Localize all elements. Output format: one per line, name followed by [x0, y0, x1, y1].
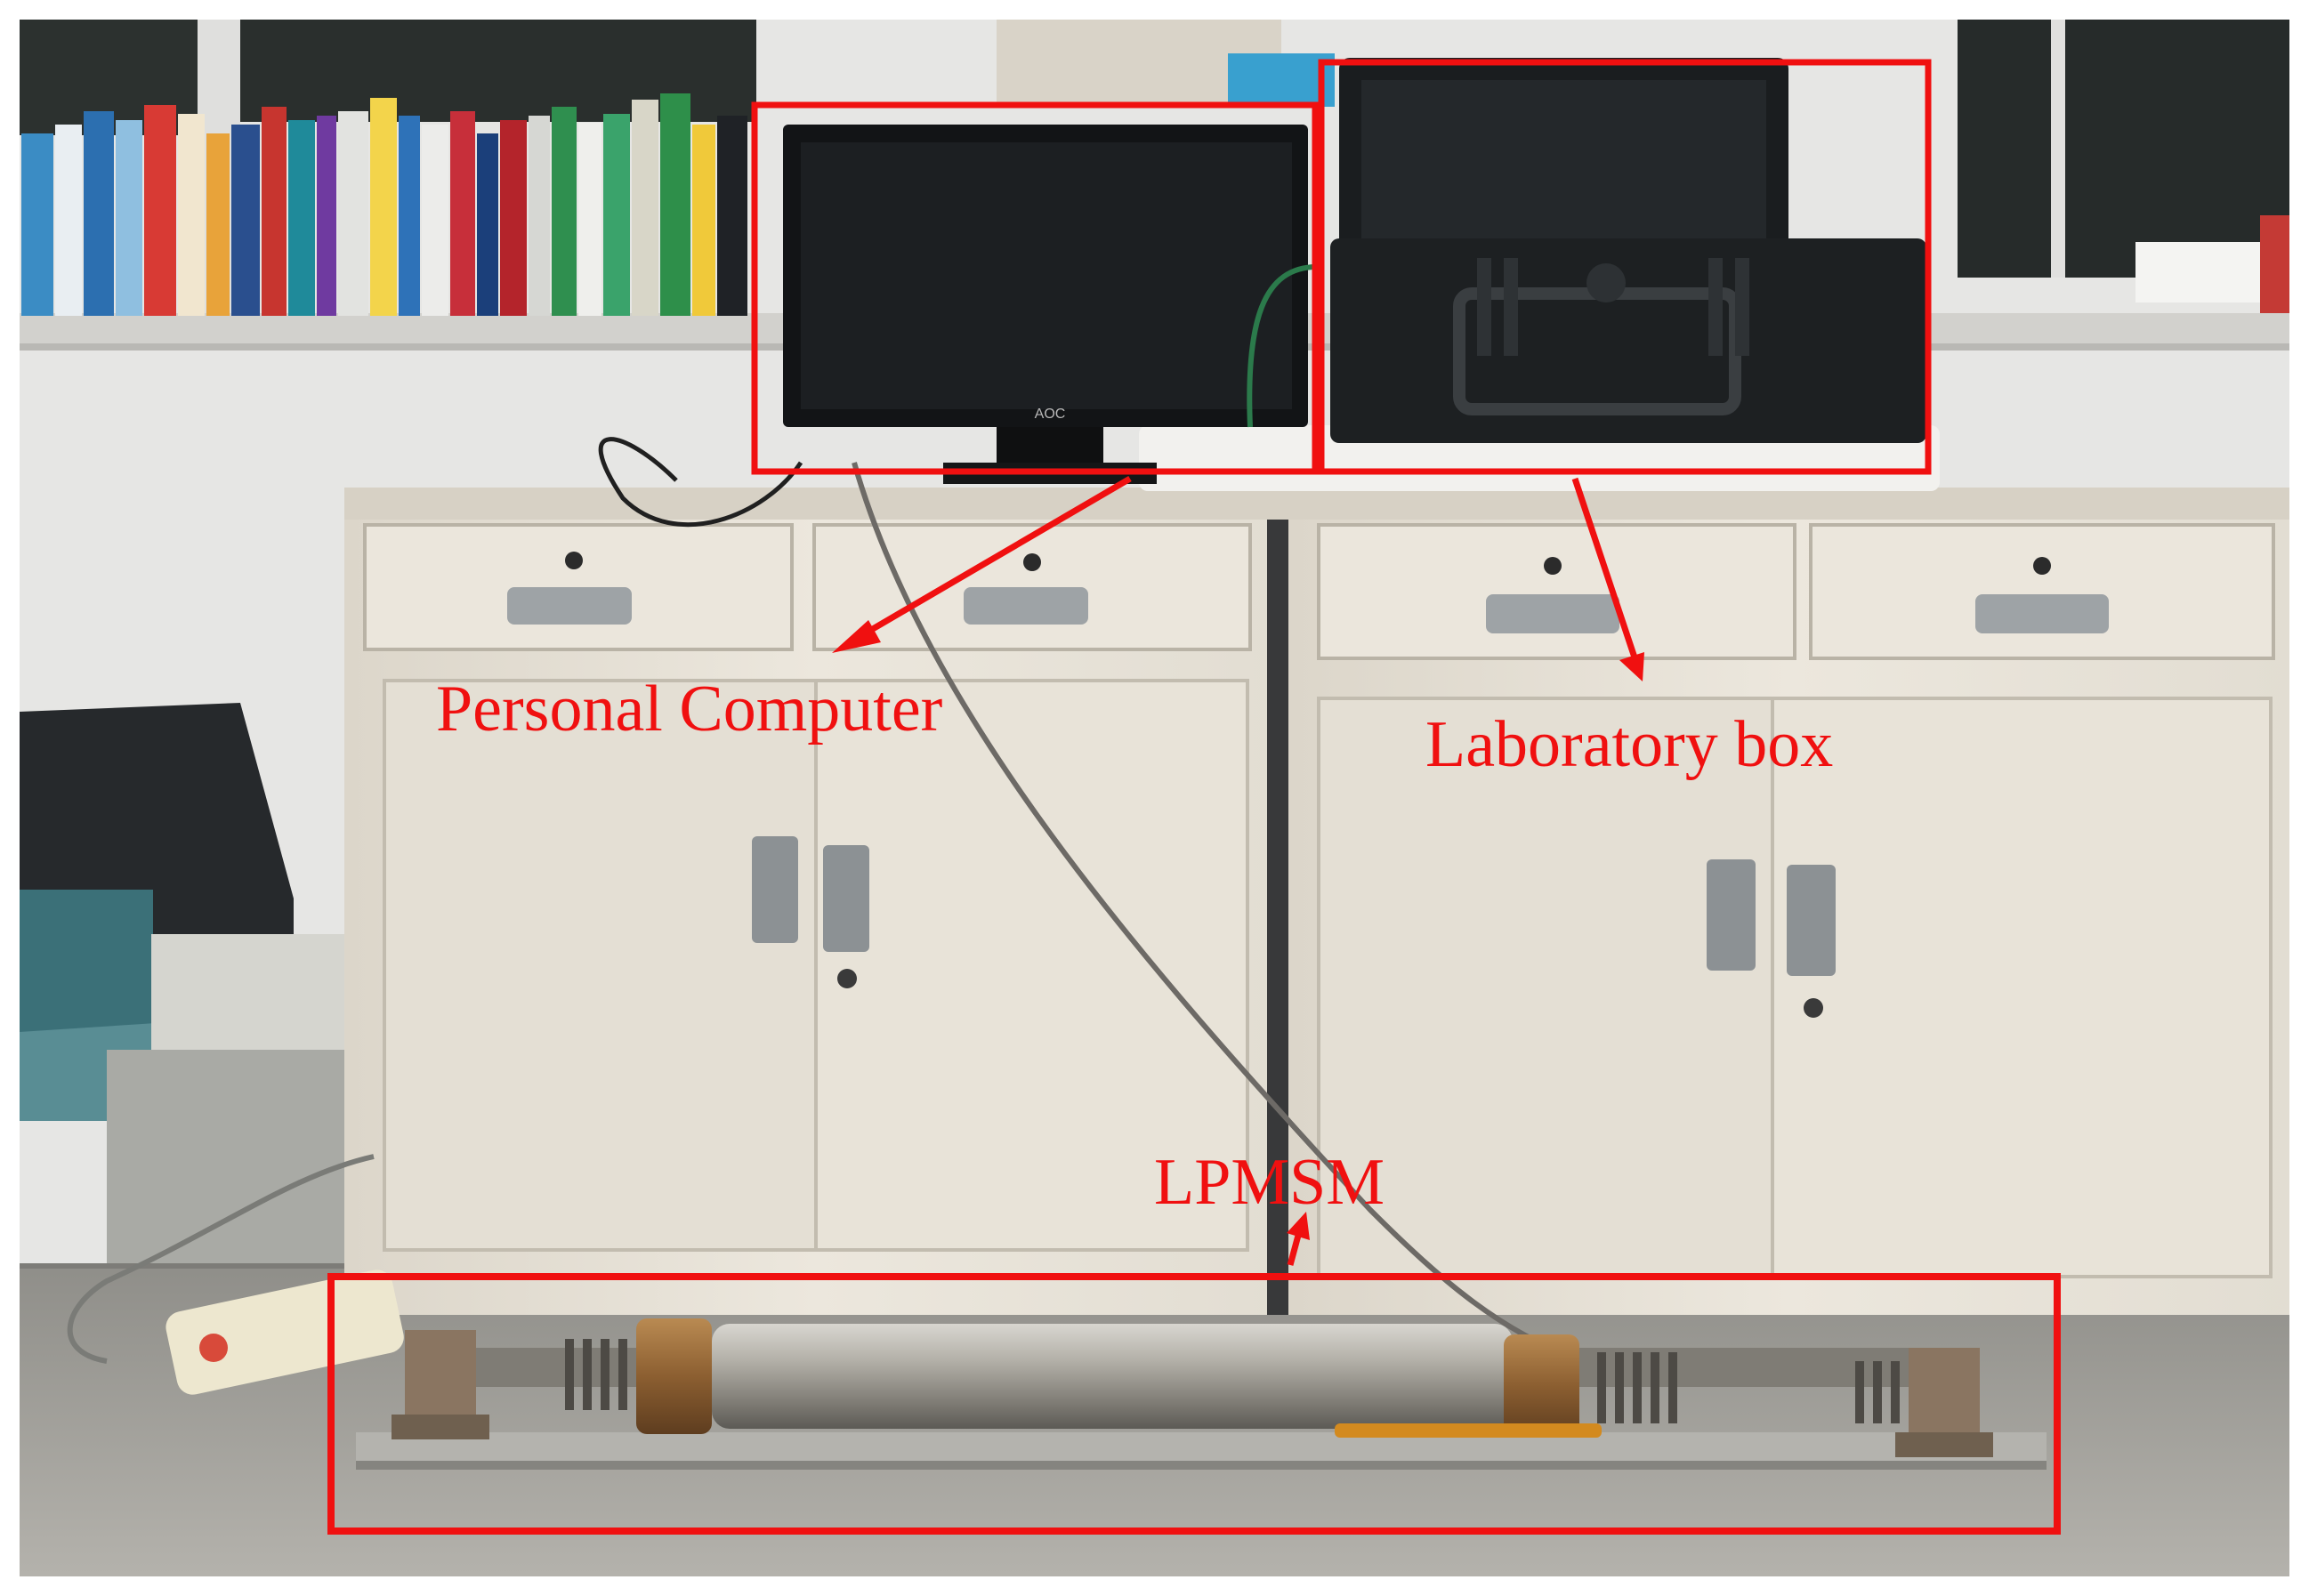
personal-computer-label: Personal Computer [436, 673, 943, 746]
laboratory-box-label: Laboratory box [1425, 708, 1834, 781]
laboratory-box-box [1318, 59, 1932, 475]
cabinets [344, 488, 2289, 1315]
lpmsm-device [356, 1318, 2047, 1470]
cable-left [67, 1154, 375, 1364]
power-strip [166, 1270, 404, 1395]
personal-computer-box [751, 101, 1319, 475]
cable-main [852, 462, 1585, 1364]
laboratory-case [1330, 58, 1926, 443]
cable-green [1247, 264, 1318, 428]
lpmsm-box [327, 1273, 2061, 1535]
lab-photo: AOC [20, 20, 2289, 1576]
cable-black [598, 437, 803, 528]
monitor-brand: AOC [1035, 407, 1066, 422]
window-right [1958, 20, 2289, 278]
books [21, 93, 747, 316]
lpmsm-label: LPMSM [1154, 1146, 1385, 1219]
monitor: AOC [783, 125, 1308, 484]
white-box [2135, 242, 2260, 302]
annotation-arrows [832, 475, 1644, 1266]
